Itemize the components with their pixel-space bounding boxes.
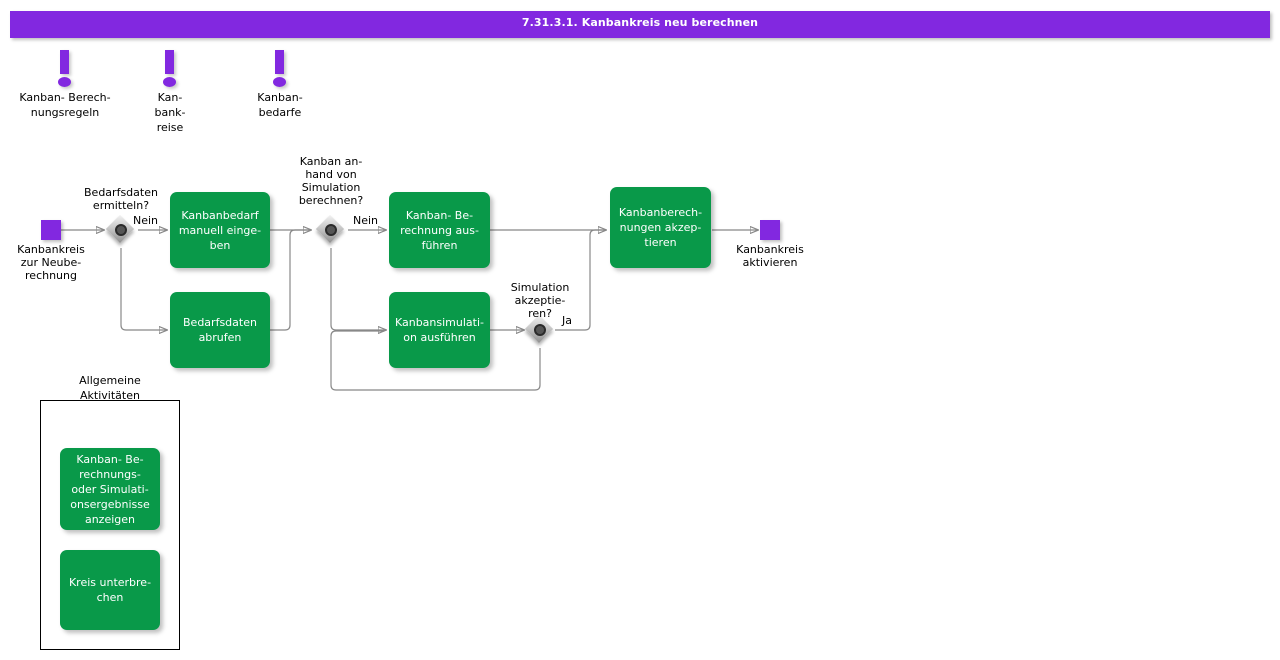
edge-label-ja: Ja (562, 314, 572, 327)
decision-label-bedarfsdaten-ermitteln: Bedarfsdaten ermitteln? (84, 186, 158, 212)
decision-circle-icon (115, 224, 127, 236)
exclamation-dot-icon (163, 77, 176, 87)
exclamation-icon (275, 50, 284, 74)
edge-label-nein-1: Nein (133, 214, 159, 227)
exclamation-dot-icon (273, 77, 286, 87)
start-node[interactable] (41, 220, 61, 240)
start-node-label: Kanbankreis zur Neube- rechnung (17, 243, 85, 282)
activity-bedarfsdaten-abrufen[interactable]: Bedarfsdaten abrufen (170, 292, 270, 368)
event-label: Kanban- Berech- nungsregeln (19, 91, 111, 119)
decision-label-simulation-akzeptieren: Simulation akzeptie- ren? (510, 281, 570, 320)
exclamation-icon (165, 50, 174, 74)
event-label: Kan- bank- reise (154, 91, 186, 134)
end-node[interactable] (760, 220, 780, 240)
event-label: Kanban- bedarfe (257, 91, 303, 119)
group-label-allgemeine-aktivitaeten: Allgemeine Aktivitäten (79, 374, 141, 402)
activity-ergebnisse-anzeigen[interactable]: Kanban- Be- rechnungs- oder Simulati- on… (60, 448, 160, 530)
activity-kanbanberechnungen-akzeptieren[interactable]: Kanbanberech- nungen akzep- tieren (610, 187, 711, 268)
exclamation-dot-icon (58, 77, 71, 87)
title-bar: 7.31.3.1. Kanbankreis neu berechnen (10, 11, 1270, 38)
exclamation-icon (60, 50, 69, 74)
activity-kreis-unterbrechen[interactable]: Kreis unterbre- chen (60, 550, 160, 630)
decision-kanban-anhand-simulation[interactable] (315, 214, 345, 244)
decision-bedarfsdaten-ermitteln[interactable] (105, 214, 135, 244)
activity-kanbansimulation-ausfuehren[interactable]: Kanbansimulati- on ausführen (389, 292, 490, 368)
decision-simulation-akzeptieren[interactable] (524, 314, 554, 344)
decision-circle-icon (534, 324, 546, 336)
decision-circle-icon (325, 224, 337, 236)
activity-kanban-berechnung-ausfuehren[interactable]: Kanban- Be- rechnung aus- führen (389, 192, 490, 268)
page-title: 7.31.3.1. Kanbankreis neu berechnen (521, 16, 759, 29)
end-node-label: Kanbankreis aktivieren (736, 243, 804, 269)
edge-label-nein-2: Nein (353, 214, 379, 227)
decision-label-kanban-anhand-simulation: Kanban an- hand von Simulation berechnen… (298, 155, 364, 207)
activity-kanbanbedarf-manuell-eingeben[interactable]: Kanbanbedarf manuell einge- ben (170, 192, 270, 268)
